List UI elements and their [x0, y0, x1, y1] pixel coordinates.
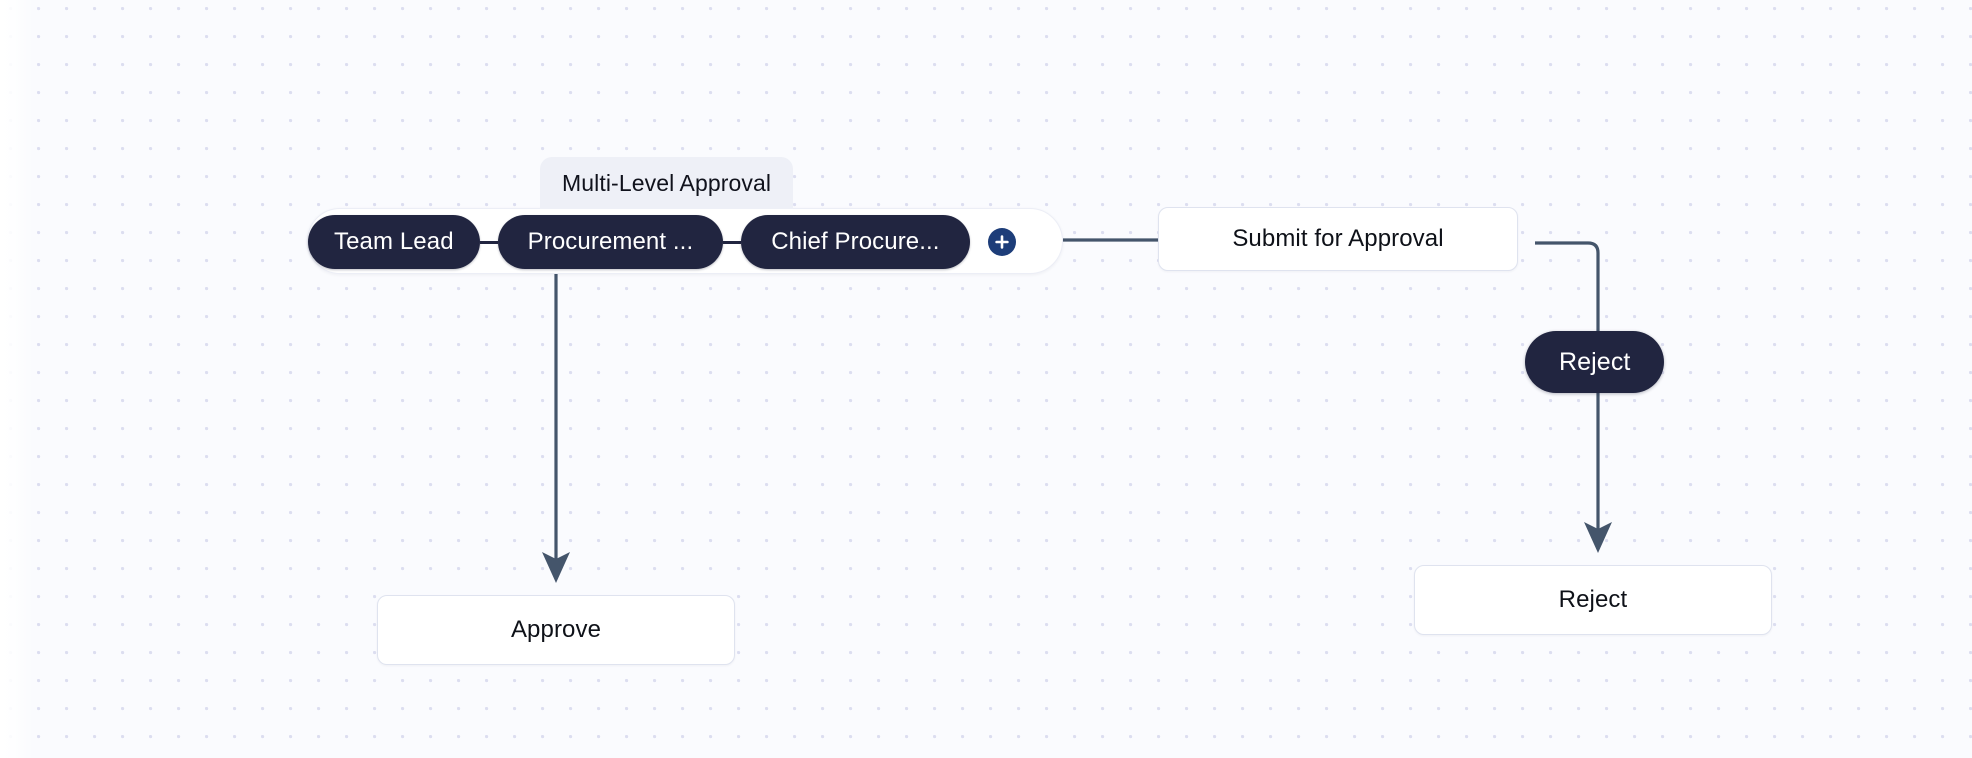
node-submit-for-approval[interactable]: Submit for Approval — [1158, 207, 1518, 271]
node-approve[interactable]: Approve — [377, 595, 735, 665]
edge-submit-to-reject-pill — [1535, 241, 1600, 331]
node-label: Reject — [1559, 347, 1631, 376]
node-reject-task[interactable]: Reject — [1414, 565, 1772, 635]
stage-chip-label: Team Lead — [334, 228, 454, 255]
stage-chip-chief-procurement[interactable]: Chief Procure... — [741, 215, 970, 269]
group-title: Multi-Level Approval — [540, 157, 794, 209]
add-stage-button[interactable] — [987, 228, 1016, 256]
edge-reject-pill-to-reject-task-arrowhead — [1584, 522, 1612, 553]
stage-chip-label: Chief Procure... — [771, 228, 940, 255]
plus-icon — [994, 235, 1009, 249]
node-label: Approve — [510, 616, 602, 643]
edge-group-to-approve-arrowhead — [542, 552, 570, 583]
stage-chip-team-lead[interactable]: Team Lead — [308, 215, 480, 269]
multi-level-approval-group[interactable]: Multi-Level Approval Team Lead Procureme… — [307, 157, 1063, 275]
chip-connector-icon — [479, 240, 498, 244]
node-label: Submit for Approval — [1232, 225, 1444, 252]
stage-chip-procurement[interactable]: Procurement ... — [497, 215, 724, 269]
stage-chip-row: Team Lead Procurement ... Chief Procure.… — [308, 209, 1016, 275]
node-label: Reject — [1558, 586, 1628, 613]
chip-connector-icon — [723, 240, 742, 244]
stage-chip-label: Procurement ... — [527, 228, 694, 255]
node-reject-pill[interactable]: Reject — [1525, 331, 1665, 393]
